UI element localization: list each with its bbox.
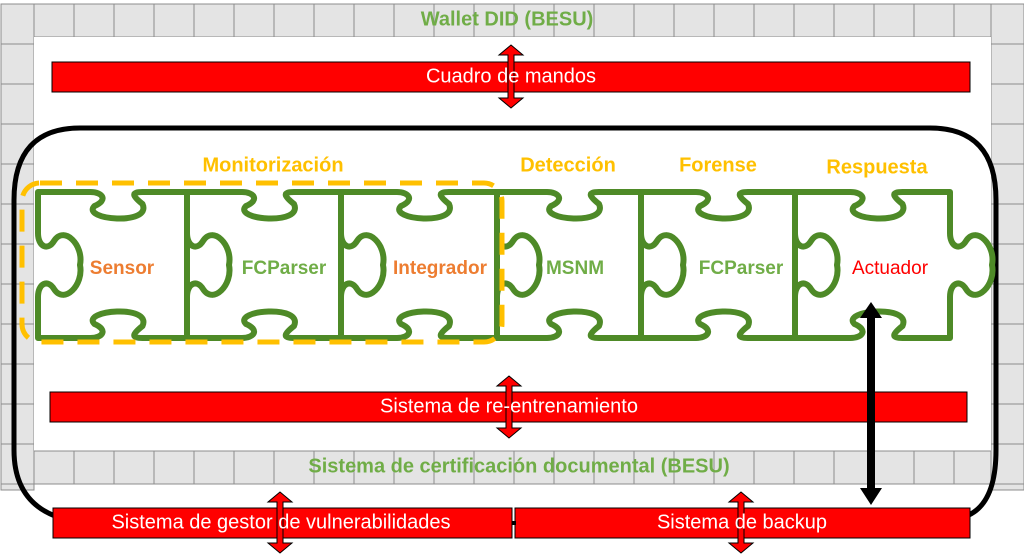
brick (233, 3, 275, 38)
piece-label-integrador: Integrador (393, 258, 487, 279)
brick (73, 3, 115, 38)
reentrenamiento-label: Sistema de re-entrenamiento (380, 395, 638, 418)
brick (273, 3, 315, 38)
brick (0, 243, 35, 285)
brick (0, 283, 35, 325)
brick (990, 483, 1024, 491)
brick (593, 450, 635, 485)
brick (153, 3, 195, 38)
brick (273, 450, 315, 485)
brick (33, 3, 75, 38)
brick (153, 450, 195, 485)
puzzle-piece (338, 189, 500, 341)
puzzle-piece (638, 189, 798, 341)
brick (0, 403, 35, 445)
brick (113, 450, 155, 485)
brick (0, 203, 35, 245)
brick (353, 450, 395, 485)
brick (0, 123, 35, 165)
brick (753, 3, 795, 38)
brick (73, 450, 115, 485)
monitorizacion-label: Monitorización (202, 154, 344, 177)
brick (833, 3, 875, 38)
piece-label-sensor: Sensor (89, 258, 155, 279)
brick (473, 450, 515, 485)
brick (0, 83, 35, 125)
stage-label-forense: Forense (679, 154, 757, 177)
brick (953, 3, 992, 38)
brick (513, 450, 555, 485)
brick (673, 450, 715, 485)
brick (33, 450, 75, 485)
brick (913, 450, 955, 485)
brick (113, 3, 155, 38)
arrows (266, 44, 882, 554)
vulnerabilidades-arrow (266, 491, 294, 554)
certificacion-label: Sistema de certificación documental (BES… (308, 455, 730, 478)
brick (593, 3, 635, 38)
brick (633, 450, 675, 485)
brick (673, 3, 715, 38)
brick (793, 3, 835, 38)
stage-label-respuesta: Respuesta (826, 156, 928, 179)
brick (0, 3, 35, 45)
brick (633, 3, 675, 38)
piece-label-fcparser-1: FCParser (241, 258, 327, 279)
brick (0, 483, 35, 491)
backup-arrow (727, 491, 755, 554)
puzzle-chain (35, 189, 996, 341)
brick (473, 3, 515, 38)
brick (990, 83, 1024, 125)
puzzle-piece (494, 189, 644, 341)
vulnerabilidades-label: Sistema de gestor de vulnerabilidades (111, 511, 451, 534)
brick (553, 3, 595, 38)
brick (393, 450, 435, 485)
brick (193, 450, 235, 485)
brick (913, 3, 955, 38)
brick (313, 450, 355, 485)
wallet-did-label: Wallet DID (BESU) (420, 8, 594, 31)
brick (0, 43, 35, 85)
brick (353, 3, 395, 38)
brick (793, 450, 835, 485)
brick (953, 450, 992, 485)
stage-label-deteccion: Detección (520, 154, 616, 177)
piece-label-actuador: Actuador (851, 258, 929, 279)
certificacion-brick-band (33, 450, 992, 485)
brick (753, 450, 795, 485)
brick (313, 3, 355, 38)
puzzle-piece (792, 189, 996, 341)
brick (873, 3, 915, 38)
piece-label-msnm: MSNM (545, 258, 605, 279)
brick (990, 43, 1024, 85)
reentrenamiento-arrow (495, 375, 523, 439)
brick (0, 363, 35, 405)
brick (233, 450, 275, 485)
puzzle-piece (184, 189, 344, 341)
cuadro-de-mandos-label: Cuadro de mandos (425, 65, 597, 88)
brick (0, 323, 35, 365)
brick (873, 450, 915, 485)
brick (713, 3, 755, 38)
brick (713, 450, 755, 485)
piece-label-fcparser-2: FCParser (698, 258, 784, 279)
brick (990, 123, 1024, 165)
puzzle-piece (35, 189, 190, 341)
actuador-backup-arrow (860, 302, 882, 505)
backup-label: Sistema de backup (656, 511, 828, 534)
cuadro-arrow (497, 44, 525, 109)
brick (990, 3, 1024, 45)
brick (433, 450, 475, 485)
brick (393, 3, 435, 38)
brick (193, 3, 235, 38)
monitorizacion-group-outline (19, 180, 505, 345)
